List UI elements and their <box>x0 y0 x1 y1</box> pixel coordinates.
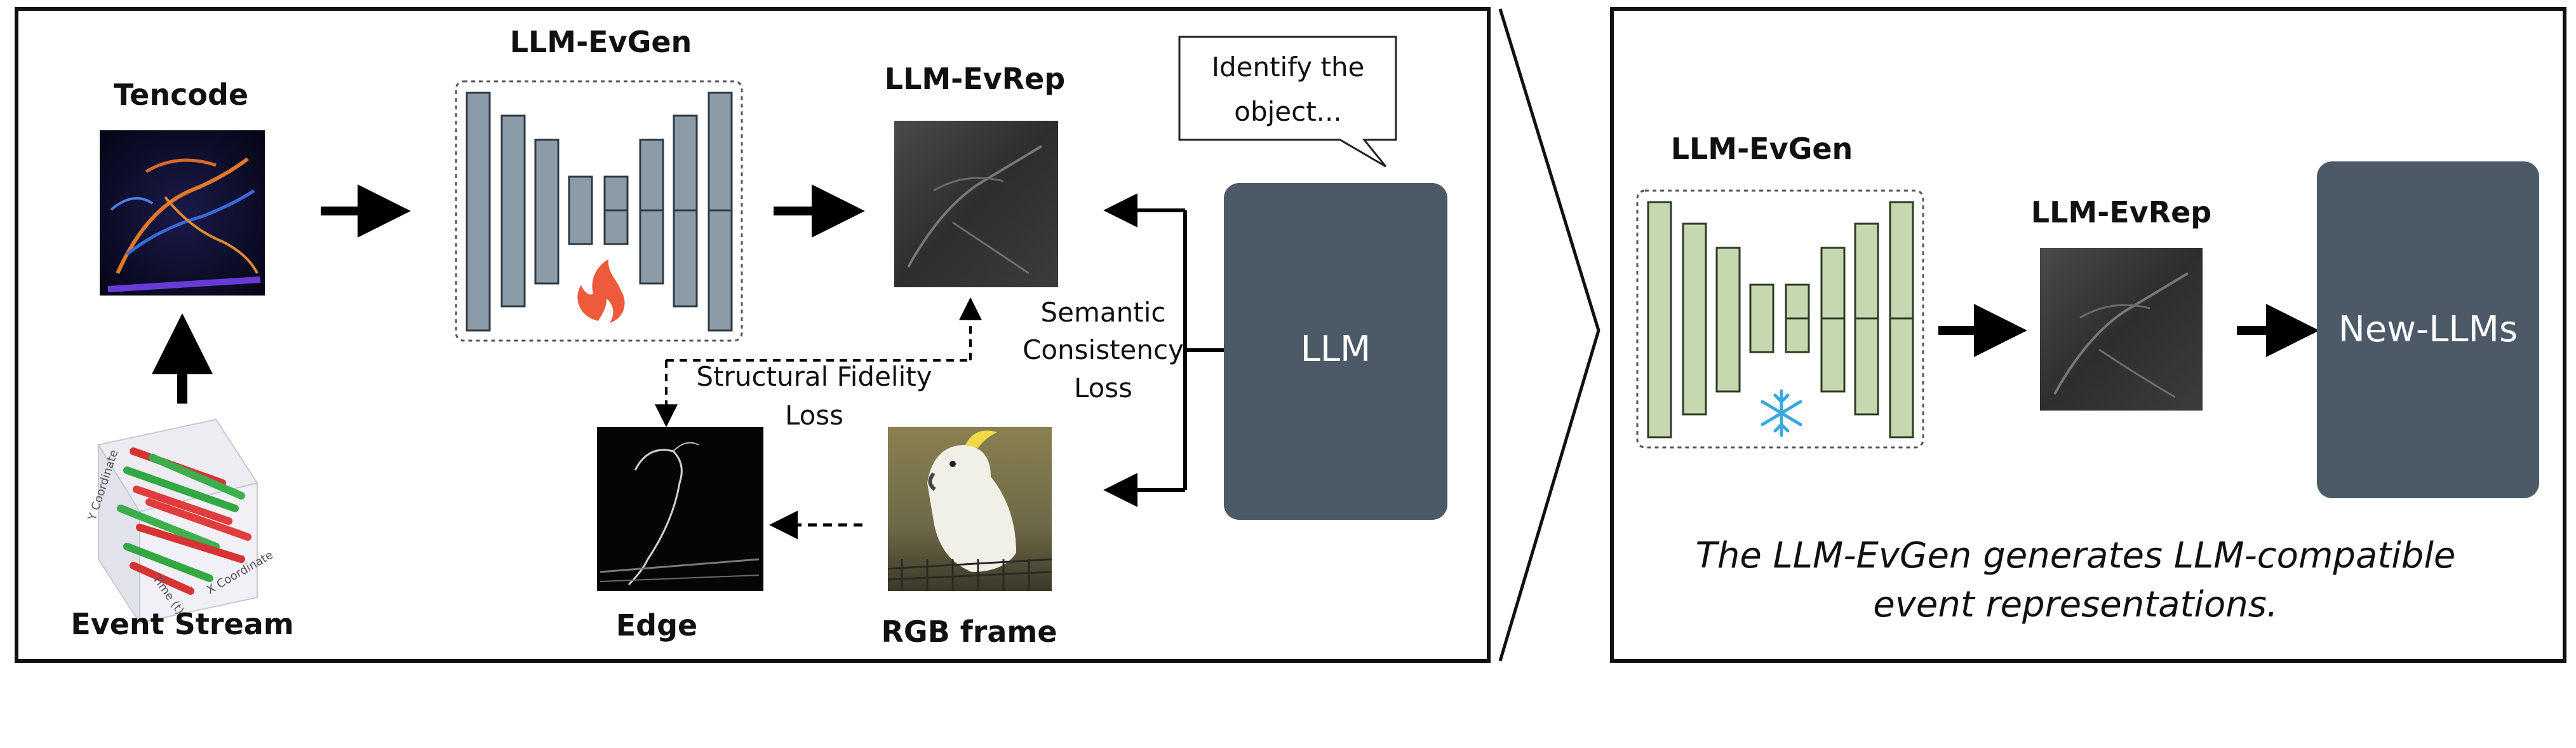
fire-icon <box>577 259 625 323</box>
event-stream-label: Event Stream <box>70 607 293 641</box>
tencode-image <box>100 130 265 296</box>
speech-line-1: Identify the <box>1212 51 1365 83</box>
evgen-frame <box>455 80 743 342</box>
right-evrep-image <box>2040 248 2203 411</box>
right-panel-frame <box>1610 7 2566 663</box>
llm-box <box>1224 183 1447 520</box>
speech-bubble: Identify the object... <box>1178 36 1397 168</box>
structural-bracket <box>655 297 982 428</box>
evgen-label: LLM-EvGen <box>510 25 692 59</box>
new-llms-box <box>2317 161 2539 498</box>
rgb-image <box>887 427 1052 591</box>
semantic-line-3: Loss <box>1074 372 1132 404</box>
semantic-line-1: Semantic <box>1041 297 1166 328</box>
structural-line-1: Structural Fidelity <box>696 361 932 392</box>
caption-line-1: The LLM-EvGen generates LLM-compatible <box>1696 535 2456 576</box>
evrep-label: LLM-EvRep <box>885 62 1065 96</box>
new-llms-label: New-LLMs <box>2338 309 2518 350</box>
right-evrep-label: LLM-EvRep <box>2031 195 2211 229</box>
llm-label: LLM <box>1301 329 1371 370</box>
semantic-line-2: Consistency <box>1023 334 1184 365</box>
caption-line-2: event representations. <box>1873 584 2277 625</box>
tencode-label: Tencode <box>114 78 248 112</box>
speech-line-2: object... <box>1234 96 1341 127</box>
semantic-bracket <box>1103 193 1224 507</box>
frozen-evgen-encoder-decoder <box>1647 201 1914 439</box>
rgb-label: RGB frame <box>881 615 1057 649</box>
edge-image <box>597 427 763 591</box>
snowflake-icon <box>1761 389 1802 437</box>
left-panel-frame <box>15 7 1491 663</box>
frozen-evgen-frame <box>1636 189 1924 449</box>
evrep-image <box>894 121 1058 287</box>
edge-label: Edge <box>616 608 697 643</box>
chevron-connector <box>1498 8 1600 662</box>
frozen-evgen-label: LLM-EvGen <box>1671 132 1853 166</box>
structural-line-2: Loss <box>785 400 843 431</box>
event-stream-plot: Y Coordinate Time (t) X Coordinate <box>85 418 276 625</box>
